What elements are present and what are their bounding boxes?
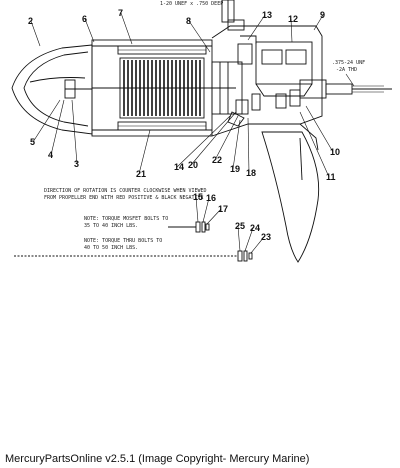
commutator bbox=[211, 61, 243, 115]
magnet-bottom bbox=[117, 121, 207, 131]
thru-bolt bbox=[14, 250, 253, 262]
leader-line-12 bbox=[290, 18, 293, 43]
part-label-16: 16 bbox=[206, 193, 216, 203]
part-label-13: 13 bbox=[262, 10, 272, 20]
leader-line-24 bbox=[244, 227, 254, 252]
part-label-20: 20 bbox=[188, 160, 198, 170]
torque-mosfet-note-line2: 35 TO 40 INCH LBS. bbox=[84, 223, 138, 229]
copyright-footer: MercuryPartsOnline v2.5.1 (Image Copyrig… bbox=[5, 453, 310, 465]
leader-line-22 bbox=[214, 115, 239, 161]
leader-line-13 bbox=[247, 14, 266, 41]
leader-line-19 bbox=[232, 119, 241, 170]
leader-line-17 bbox=[206, 208, 222, 225]
leader-line-20 bbox=[190, 111, 237, 166]
leader-line-21 bbox=[138, 129, 151, 175]
part-label-5: 5 bbox=[30, 137, 35, 147]
nose-cone bbox=[11, 44, 93, 135]
leader-line-8 bbox=[188, 20, 211, 53]
torque-thru-note-line1: NOTE: TORQUE THRU BOLTS TO bbox=[84, 238, 162, 244]
rotation-note-line2: FROM PROPELLER END WITH RED POSITIVE & B… bbox=[44, 195, 204, 201]
side-thread-note-line1: .375-24 UNF bbox=[332, 60, 365, 66]
leader-line-9 bbox=[313, 14, 324, 31]
part-label-7: 7 bbox=[118, 8, 123, 18]
leader-line-10 bbox=[305, 105, 334, 153]
torque-mosfet-note-line1: NOTE: TORQUE MOSFET BOLTS TO bbox=[84, 216, 168, 222]
part-label-14: 14 bbox=[174, 162, 184, 172]
part-label-10: 10 bbox=[330, 147, 340, 157]
part-label-3: 3 bbox=[74, 159, 79, 169]
leader-line-2 bbox=[30, 20, 41, 47]
rotation-note-line1: DIRECTION OF ROTATION IS COUNTER CLOCKWI… bbox=[44, 188, 207, 194]
part-label-11: 11 bbox=[326, 172, 336, 182]
part-label-22: 22 bbox=[212, 155, 222, 165]
end-housing bbox=[211, 25, 323, 137]
brush-assembly bbox=[235, 99, 249, 115]
leader-line-16 bbox=[202, 197, 210, 223]
leader-line-15 bbox=[195, 196, 199, 223]
part-label-9: 9 bbox=[320, 10, 325, 20]
part-label-25: 25 bbox=[235, 221, 245, 231]
leader-line-25 bbox=[237, 225, 241, 252]
part-label-23: 23 bbox=[261, 232, 271, 242]
leader-line-18 bbox=[247, 117, 250, 174]
part-label-24: 24 bbox=[250, 223, 260, 233]
part-label-19: 19 bbox=[230, 164, 240, 174]
mosfet-module bbox=[255, 41, 313, 85]
leader-line-23 bbox=[250, 236, 265, 254]
part-label-4: 4 bbox=[48, 150, 53, 160]
leader-line-6 bbox=[84, 18, 95, 43]
part-label-18: 18 bbox=[246, 168, 256, 178]
part-label-15: 15 bbox=[193, 192, 203, 202]
leader-line-4 bbox=[50, 99, 65, 156]
top-thread-note: 1-20 UNEF x .750 DEEP bbox=[160, 1, 223, 7]
leader-line-5 bbox=[32, 99, 61, 143]
leader-line-3 bbox=[71, 99, 78, 165]
magnet-top bbox=[117, 45, 207, 55]
motor-exploded-diagram: 1-20 UNEF x .750 DEEP bbox=[11, 0, 392, 263]
part-label-12: 12 bbox=[288, 14, 298, 24]
part-label-17: 17 bbox=[218, 204, 228, 214]
part-label-8: 8 bbox=[186, 16, 191, 26]
leader-line-7 bbox=[120, 12, 133, 45]
leader-line-11 bbox=[299, 111, 330, 178]
skeg bbox=[261, 131, 320, 263]
side-thread-note-line2: -2A THD bbox=[336, 67, 357, 73]
part-label-2: 2 bbox=[28, 16, 33, 26]
torque-thru-note-line2: 40 TO 50 INCH LBS. bbox=[84, 245, 138, 251]
leader-line-14 bbox=[176, 115, 231, 168]
mosfet-bolt bbox=[168, 221, 210, 233]
part-label-6: 6 bbox=[82, 14, 87, 24]
part-label-21: 21 bbox=[136, 169, 146, 179]
